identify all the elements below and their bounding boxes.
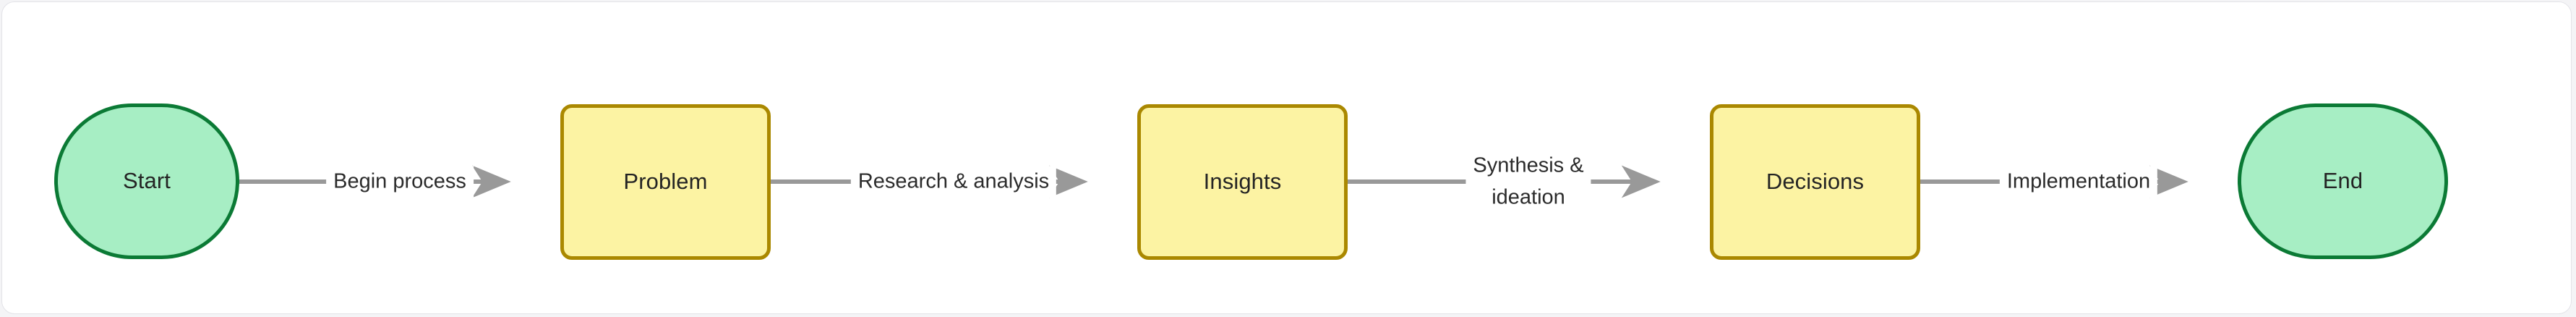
node-decisions-label: Decisions bbox=[1766, 169, 1865, 195]
node-end-label: End bbox=[2322, 168, 2363, 194]
node-start[interactable]: Start bbox=[54, 103, 239, 259]
edge-label-research-analysis: Research & analysis bbox=[850, 166, 1057, 198]
edge-label-synthesis-ideation: Synthesis & ideation bbox=[1465, 150, 1591, 214]
edge-label-begin-process: Begin process bbox=[326, 166, 474, 198]
node-problem-label: Problem bbox=[623, 169, 708, 195]
node-problem[interactable]: Problem bbox=[560, 104, 771, 260]
edge-label-implementation: Implementation bbox=[1999, 166, 2158, 198]
node-insights[interactable]: Insights bbox=[1137, 104, 1348, 260]
node-end[interactable]: End bbox=[2238, 103, 2448, 259]
node-start-label: Start bbox=[123, 168, 171, 194]
node-insights-label: Insights bbox=[1203, 169, 1282, 195]
node-decisions[interactable]: Decisions bbox=[1710, 104, 1920, 260]
